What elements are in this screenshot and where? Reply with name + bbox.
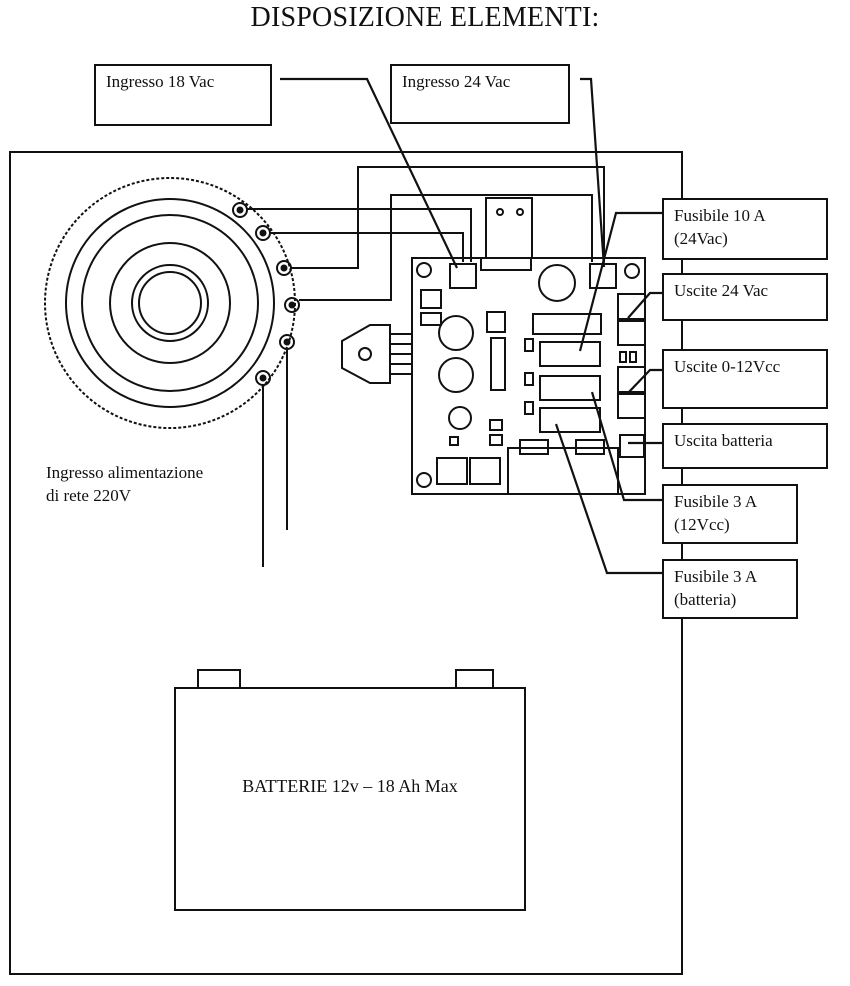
label-fuse-3a-battery: Fusibile 3 A (batteria) xyxy=(662,559,798,619)
label-fuse-3a-12vcc: Fusibile 3 A (12Vcc) xyxy=(662,484,798,544)
label-fuse-10a: Fusibile 10 A (24Vac) xyxy=(662,198,828,260)
label-out-24vac: Uscite 24 Vac xyxy=(662,273,828,321)
label-input-18vac: Ingresso 18 Vac xyxy=(94,64,272,126)
leader-input-18 xyxy=(280,77,458,269)
leader-fuse-3-12 xyxy=(590,391,663,502)
leader-out-12 xyxy=(627,368,663,394)
leader-fuse-3-batt xyxy=(554,423,663,575)
leader-fuse-10 xyxy=(578,211,663,352)
enclosure-outline xyxy=(9,151,683,975)
label-input-24vac: Ingresso 24 Vac xyxy=(390,64,570,124)
label-out-battery: Uscita batteria xyxy=(662,423,828,469)
battery-drawing xyxy=(174,669,526,911)
label-mains-input: Ingresso alimentazione di rete 220V xyxy=(46,463,204,505)
leader-out-24 xyxy=(627,291,663,319)
transformer xyxy=(44,177,300,429)
leader-lines xyxy=(280,77,663,575)
battery-label: BATTERIE 12v – 18 Ah Max xyxy=(242,776,458,796)
voltage-regulator xyxy=(341,324,413,384)
page-title: DISPOSIZIONE ELEMENTI: xyxy=(250,2,600,33)
label-out-0-12vcc: Uscite 0-12Vcc xyxy=(662,349,828,409)
secondary-wires xyxy=(247,166,605,301)
leader-input-24 xyxy=(580,77,606,268)
pcb-board xyxy=(411,197,646,495)
